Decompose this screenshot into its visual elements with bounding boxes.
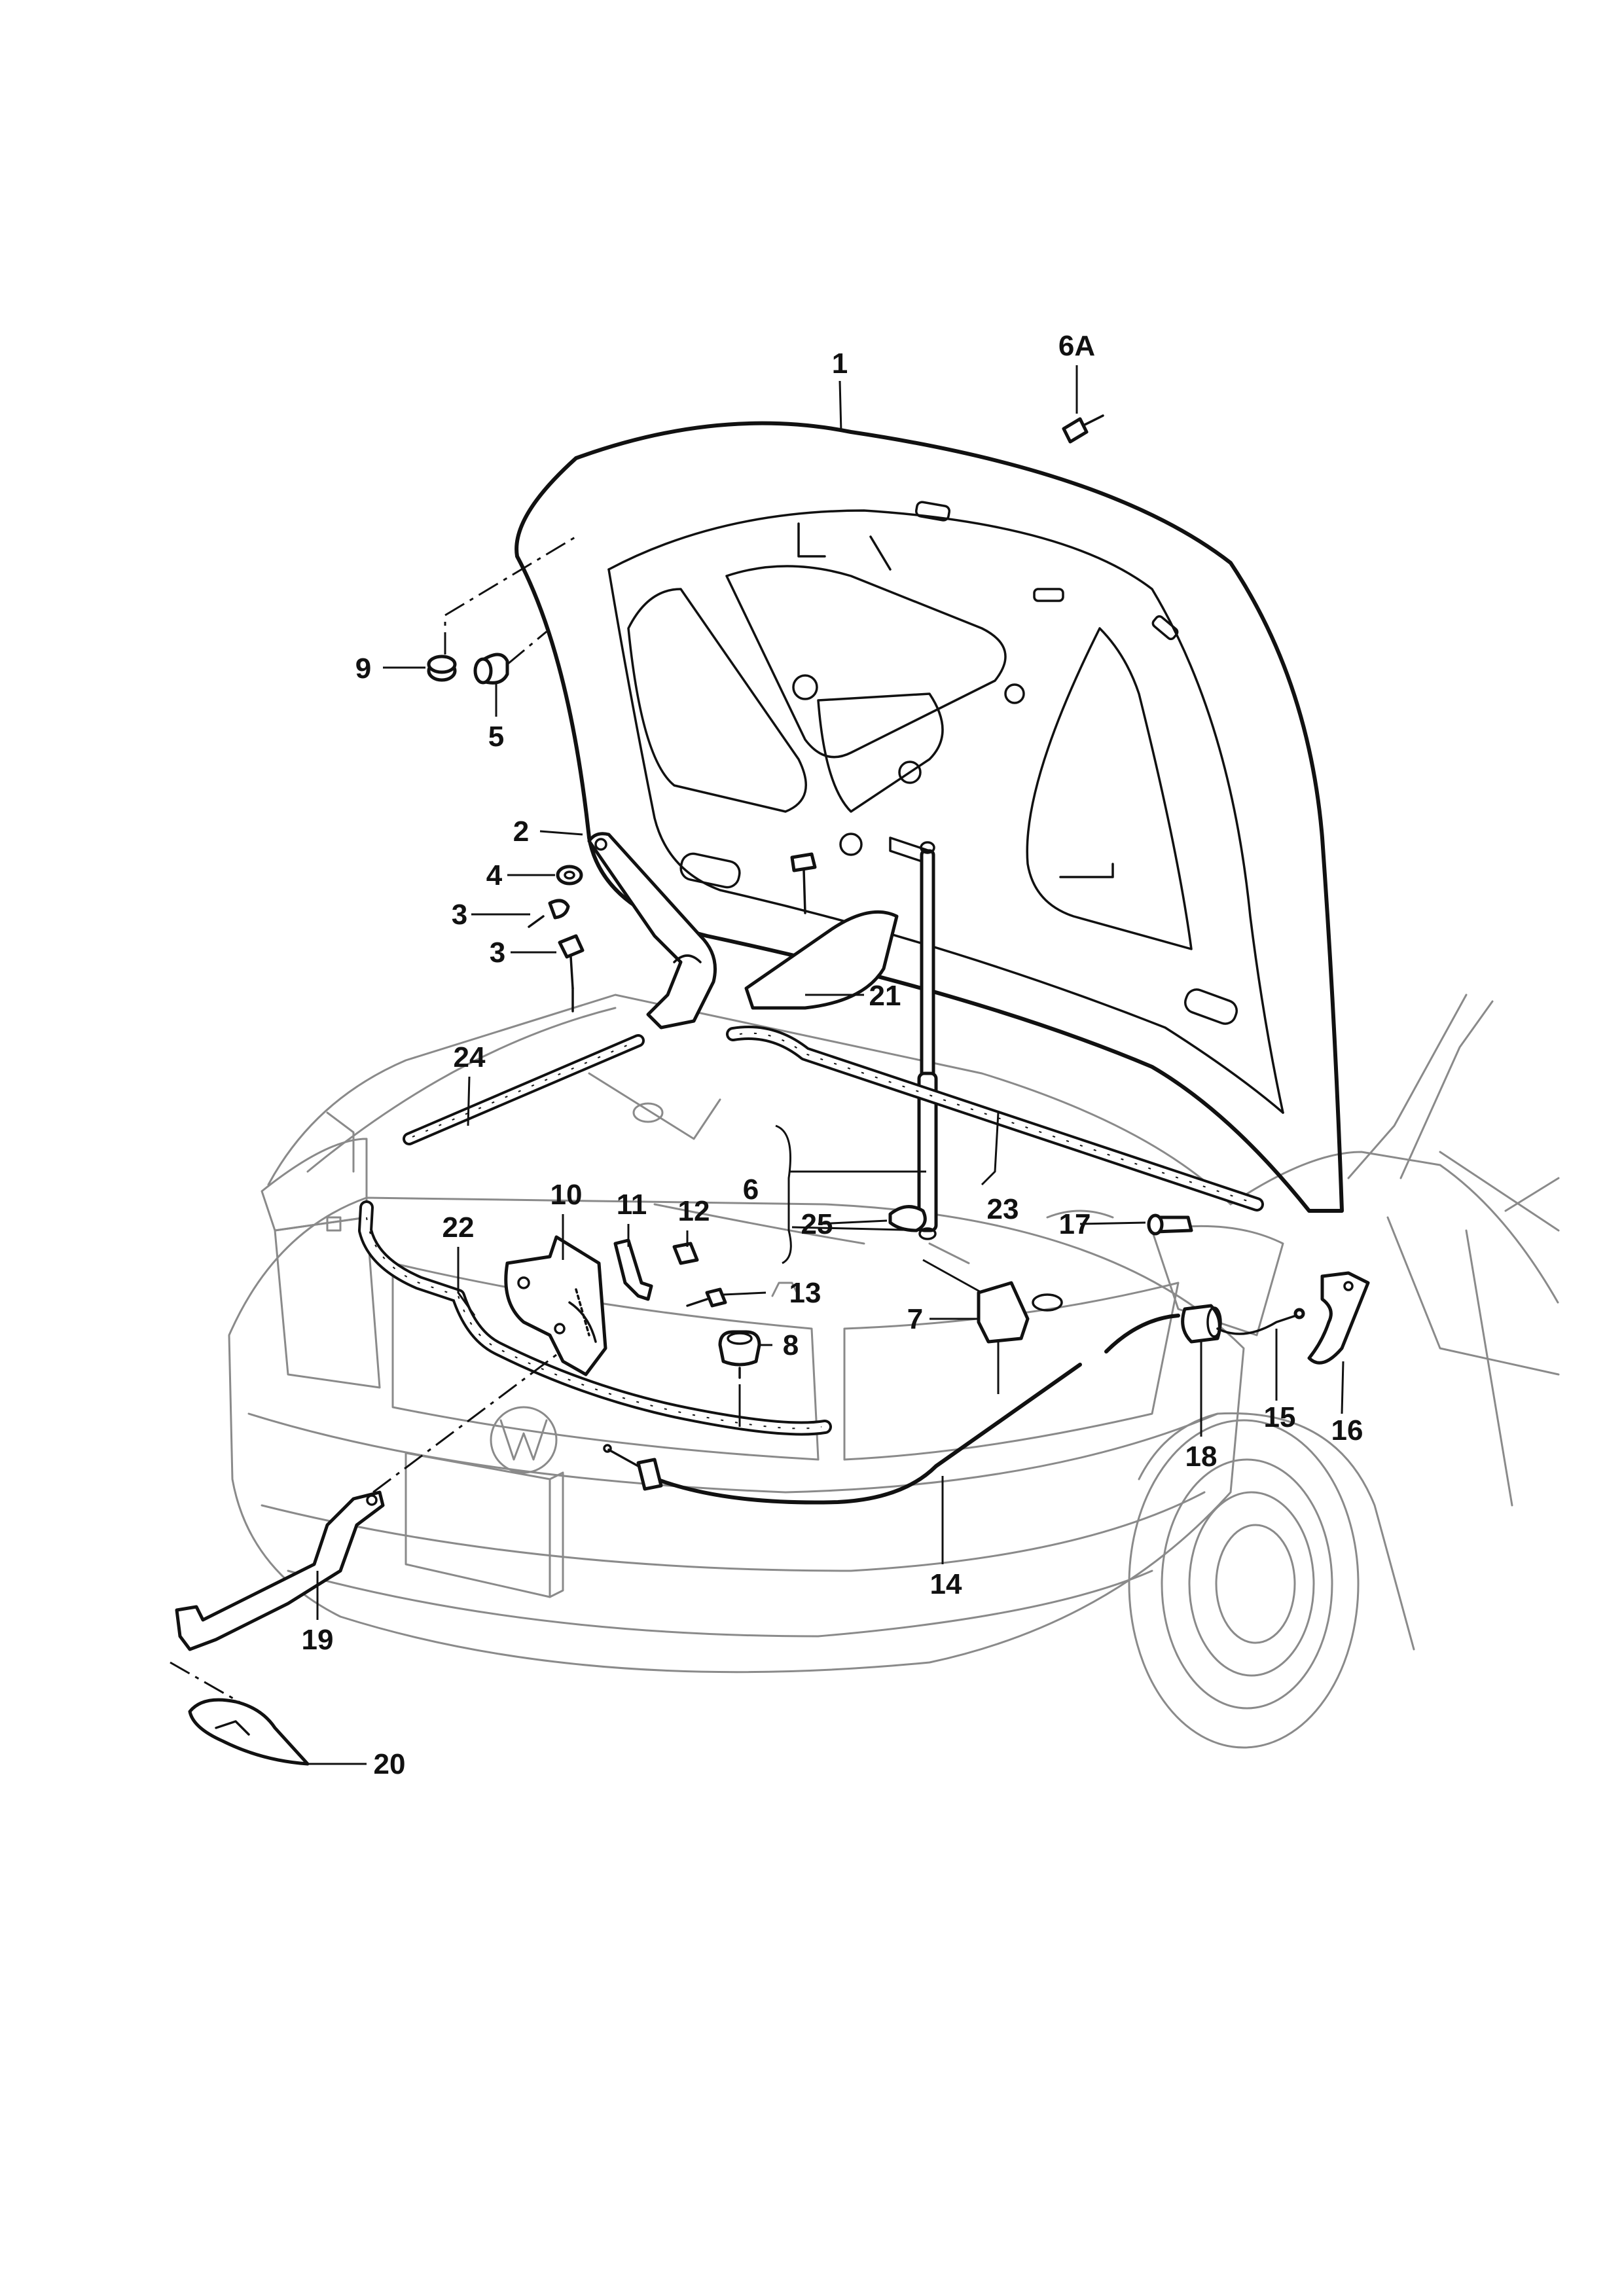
callout-13: 13 <box>789 1277 821 1309</box>
callout-6a: 6A <box>1058 330 1095 362</box>
stud-6a <box>1062 414 1104 444</box>
callout-labels: 1 6A 9 5 2 4 3 3 21 24 6 23 25 17 10 11 … <box>302 330 1363 1780</box>
gas-strut <box>917 841 938 1240</box>
lock-bolt-13 <box>686 1287 727 1308</box>
callout-10: 10 <box>550 1179 583 1211</box>
seal-23 <box>726 1026 1264 1211</box>
hood-hinge <box>587 832 717 1030</box>
safety-catch-19 <box>175 1354 557 1651</box>
callout-6: 6 <box>743 1174 759 1206</box>
callout-23: 23 <box>987 1193 1019 1225</box>
buffer-parts <box>427 535 577 685</box>
cover-20 <box>170 1661 310 1766</box>
callout-25: 25 <box>801 1208 833 1240</box>
callout-12: 12 <box>678 1195 710 1227</box>
callout-16: 16 <box>1331 1414 1363 1446</box>
callout-21: 21 <box>869 980 901 1012</box>
callout-7: 7 <box>907 1303 923 1335</box>
callout-3a: 3 <box>452 899 467 931</box>
callout-22: 22 <box>442 1211 475 1244</box>
fasteners <box>528 865 585 1013</box>
ball-stud-17 <box>1147 1213 1193 1236</box>
callout-19: 19 <box>302 1624 334 1656</box>
release-lever-16 <box>1307 1271 1370 1365</box>
callout-20: 20 <box>374 1748 406 1780</box>
callout-1: 1 <box>832 348 848 380</box>
release-cable <box>603 1314 1180 1505</box>
cable-clip-11 <box>613 1238 653 1301</box>
adjustable-buffer-8 <box>718 1330 761 1379</box>
callout-9: 9 <box>355 653 371 685</box>
seal-22 <box>358 1200 832 1436</box>
strut-bracket-7 <box>977 1281 1063 1344</box>
hood-lock <box>504 1235 607 1376</box>
cable-grommet-18 <box>1181 1304 1222 1344</box>
bracket-21 <box>744 852 899 1010</box>
callout-5: 5 <box>488 721 504 753</box>
callout-3b: 3 <box>490 937 505 969</box>
callout-14: 14 <box>930 1568 962 1600</box>
circlip-25 <box>888 1205 927 1232</box>
callout-24: 24 <box>454 1041 486 1073</box>
cable-end-15 <box>1216 1308 1305 1335</box>
callout-4: 4 <box>486 859 503 891</box>
callout-15: 15 <box>1264 1401 1296 1433</box>
seal-24 <box>403 1034 645 1145</box>
callout-2: 2 <box>513 816 529 848</box>
callout-8: 8 <box>783 1329 799 1361</box>
car-body-outline <box>228 994 1560 1749</box>
leader-lines <box>308 365 1344 1765</box>
callout-17: 17 <box>1059 1208 1091 1240</box>
retainer-clip-12 <box>672 1242 699 1265</box>
callout-18: 18 <box>1185 1441 1218 1473</box>
callout-11: 11 <box>617 1189 647 1221</box>
